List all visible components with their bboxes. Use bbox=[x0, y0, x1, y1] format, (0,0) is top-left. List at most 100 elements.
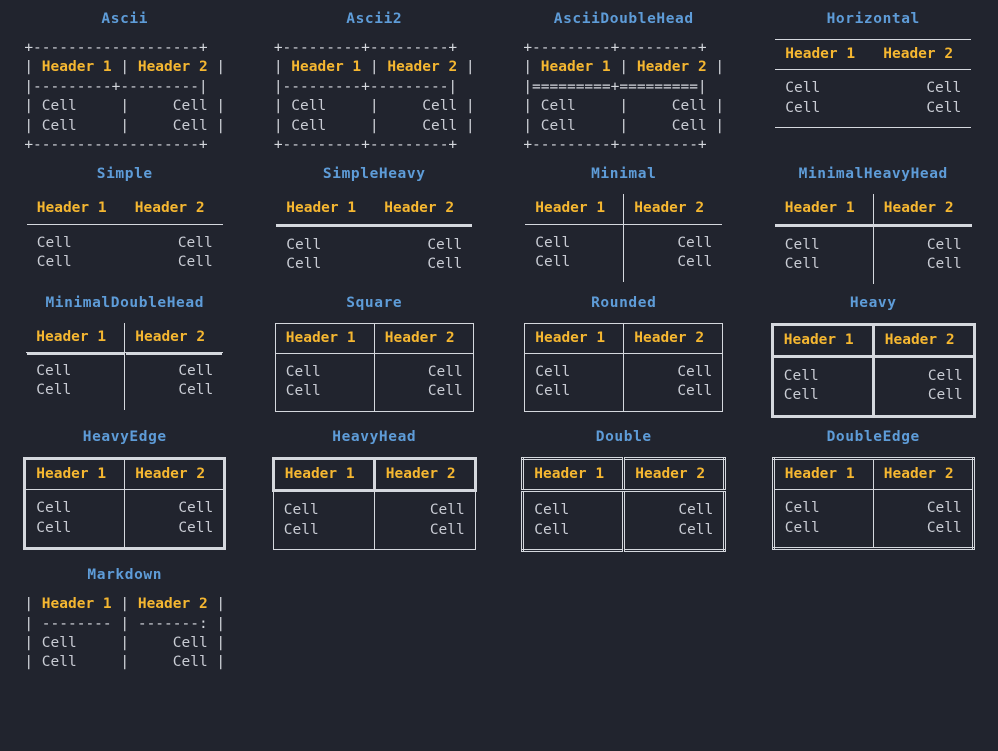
header-label: Header 2 bbox=[883, 46, 954, 62]
table-body: Header 1 Header 2 Cell Cell Cell Cell bbox=[0, 456, 250, 551]
body-cell: Cell bbox=[291, 98, 327, 115]
header-cell-2: Header 2 bbox=[124, 322, 224, 354]
box-table-heavyhead: Header 1 Header 2 Cell Cell Cell Cell bbox=[271, 456, 477, 551]
table-body: +---------+---------+ | Header 1 | Heade… bbox=[499, 39, 749, 155]
table-cell: Cell Cell bbox=[273, 491, 374, 550]
header-cell-2: Header 2 bbox=[137, 596, 208, 613]
cell-label: Cell bbox=[427, 364, 463, 381]
table-body: Header 1 Header 2 Cell Cell Cell Cell bbox=[250, 322, 500, 412]
cell-label: Cell bbox=[784, 256, 820, 273]
table-cell: Cell Cell bbox=[872, 489, 974, 549]
table-header-row: Header 1 Header 2 bbox=[276, 194, 473, 227]
table-card-square: Square Header 1 Header 2 Cell Cell Cell … bbox=[250, 284, 500, 418]
cell-label: Cell bbox=[926, 80, 962, 97]
cell-label: Cell bbox=[927, 368, 963, 385]
ascii-header-separator: |=========+=========| bbox=[523, 78, 707, 95]
cell-label: Cell bbox=[926, 99, 962, 116]
table-style-gallery: Ascii +-------------------+ | Header 1 |… bbox=[0, 0, 998, 670]
table-cell: Cell Cell bbox=[622, 490, 725, 551]
cell-label: Cell bbox=[927, 387, 963, 404]
table-header-row: Header 1 Header 2 bbox=[524, 323, 723, 355]
body-cell: Cell bbox=[422, 98, 458, 115]
table-row: Cell Cell Cell Cell bbox=[523, 490, 725, 551]
cell-label: Cell bbox=[177, 234, 213, 251]
table-row: Cell Cell Cell Cell bbox=[27, 224, 223, 281]
box-table-square: Header 1 Header 2 Cell Cell Cell Cell bbox=[274, 322, 474, 412]
table-cell: Cell Cell bbox=[871, 356, 975, 417]
body-cell: Cell bbox=[41, 98, 77, 115]
table-row: Cell Cell Cell Cell bbox=[775, 70, 971, 128]
cell-label: Cell bbox=[783, 368, 819, 385]
table-cell: Cell Cell bbox=[125, 224, 223, 281]
table-header-row: Header 1 Header 2 bbox=[774, 194, 972, 227]
table-card-horizontal: Horizontal Header 1 Header 2 Cell Cell C… bbox=[749, 0, 998, 155]
cell-label: Cell bbox=[36, 382, 72, 399]
table-title: MinimalHeavyHead bbox=[798, 166, 948, 183]
cell-label: Cell bbox=[783, 387, 819, 404]
cell-label: Cell bbox=[285, 364, 321, 381]
ascii-table-asciidoublehead: +---------+---------+ | Header 1 | Heade… bbox=[523, 40, 725, 154]
table-cell: Cell Cell bbox=[373, 490, 476, 550]
box-table-heavyedge: Header 1 Header 2 Cell Cell Cell Cell bbox=[23, 456, 227, 551]
cell-label: Cell bbox=[286, 256, 322, 273]
header-cell-2: Header 2 bbox=[374, 194, 473, 227]
table-cell: Cell Cell bbox=[623, 353, 723, 412]
ascii-header-separator: |---------+---------| bbox=[273, 78, 458, 95]
cell-label: Cell bbox=[427, 256, 463, 273]
header-label: Header 2 bbox=[384, 200, 455, 217]
header-label: Header 1 bbox=[784, 465, 855, 482]
box-table-simple: Header 1 Header 2 Cell Cell Cell Cell bbox=[26, 194, 223, 281]
header-cell-2: Header 2 bbox=[872, 194, 972, 227]
markdown-align-left: -------- bbox=[41, 615, 112, 632]
table-cell: Cell Cell bbox=[775, 70, 873, 128]
header-label: Header 2 bbox=[634, 200, 705, 217]
table-body: Header 1 Header 2 Cell Cell Cell Cell bbox=[499, 194, 749, 282]
cell-label: Cell bbox=[677, 383, 713, 400]
table-card-minimal: Minimal Header 1 Header 2 Cell Cell Cell… bbox=[499, 155, 749, 283]
table-cell: Cell Cell bbox=[25, 490, 125, 549]
table-cell: Cell Cell bbox=[623, 224, 723, 282]
ascii-table-ascii: +-------------------+ | Header 1 | Heade… bbox=[24, 40, 226, 154]
cell-label: Cell bbox=[677, 254, 713, 271]
table-card-double: Double Header 1 Header 2 Cell Cell Cell … bbox=[499, 418, 749, 553]
body-cell: Cell bbox=[540, 117, 576, 134]
table-title: HeavyEdge bbox=[82, 428, 167, 445]
cell-label: Cell bbox=[784, 500, 820, 517]
header-cell-1: Header 1 bbox=[26, 322, 125, 354]
cell-label: Cell bbox=[429, 521, 465, 538]
cell-label: Cell bbox=[677, 364, 713, 381]
header-cell-1: Header 1 bbox=[26, 194, 125, 225]
box-table-minimaldoublehead: Header 1 Header 2 Cell Cell Cell Cell bbox=[26, 322, 224, 410]
ascii-bottom-border: +---------+---------+ bbox=[273, 137, 458, 154]
table-body: Header 1 Header 2 Cell Cell Cell Cell bbox=[250, 194, 500, 283]
ascii-bottom-border: +---------+---------+ bbox=[523, 137, 707, 154]
header-label: Header 1 bbox=[535, 200, 606, 217]
cell-label: Cell bbox=[36, 234, 72, 251]
header-cell-1: Header 1 bbox=[291, 59, 362, 76]
table-title: Simple bbox=[96, 166, 153, 183]
header-cell-1: Header 1 bbox=[774, 194, 874, 227]
table-card-minimalheavyhead: MinimalHeavyHead Header 1 Header 2 Cell … bbox=[749, 155, 998, 284]
header-label: Header 1 bbox=[285, 329, 356, 346]
cell-label: Cell bbox=[926, 519, 962, 536]
header-label: Header 2 bbox=[635, 465, 706, 482]
box-table-horizontal: Header 1 Header 2 Cell Cell Cell Cell bbox=[775, 39, 972, 129]
cell-label: Cell bbox=[784, 236, 820, 253]
table-row: Cell Cell Cell Cell bbox=[525, 224, 723, 282]
cell-label: Cell bbox=[283, 521, 319, 538]
header-cell-2: Header 2 bbox=[636, 59, 707, 76]
cell-label: Cell bbox=[785, 99, 821, 116]
table-card-asciidoublehead: AsciiDoubleHead +---------+---------+ | … bbox=[499, 0, 749, 155]
table-card-heavy: Heavy Header 1 Header 2 Cell Cell Cell C… bbox=[749, 284, 998, 418]
header-cell-2: Header 2 bbox=[124, 194, 223, 225]
cell-label: Cell bbox=[535, 364, 571, 381]
header-cell-1: Header 1 bbox=[772, 324, 874, 359]
table-row: Cell Cell Cell Cell bbox=[275, 353, 474, 412]
header-cell-1: Header 1 bbox=[773, 458, 874, 491]
table-cell: Cell Cell bbox=[525, 354, 624, 412]
body-cell: Cell bbox=[172, 634, 208, 651]
header-cell-2: Header 2 bbox=[137, 59, 208, 76]
table-header-row: Header 1 Header 2 bbox=[773, 458, 974, 491]
header-cell-1: Header 1 bbox=[775, 39, 874, 71]
header-cell-2: Header 2 bbox=[873, 39, 972, 71]
